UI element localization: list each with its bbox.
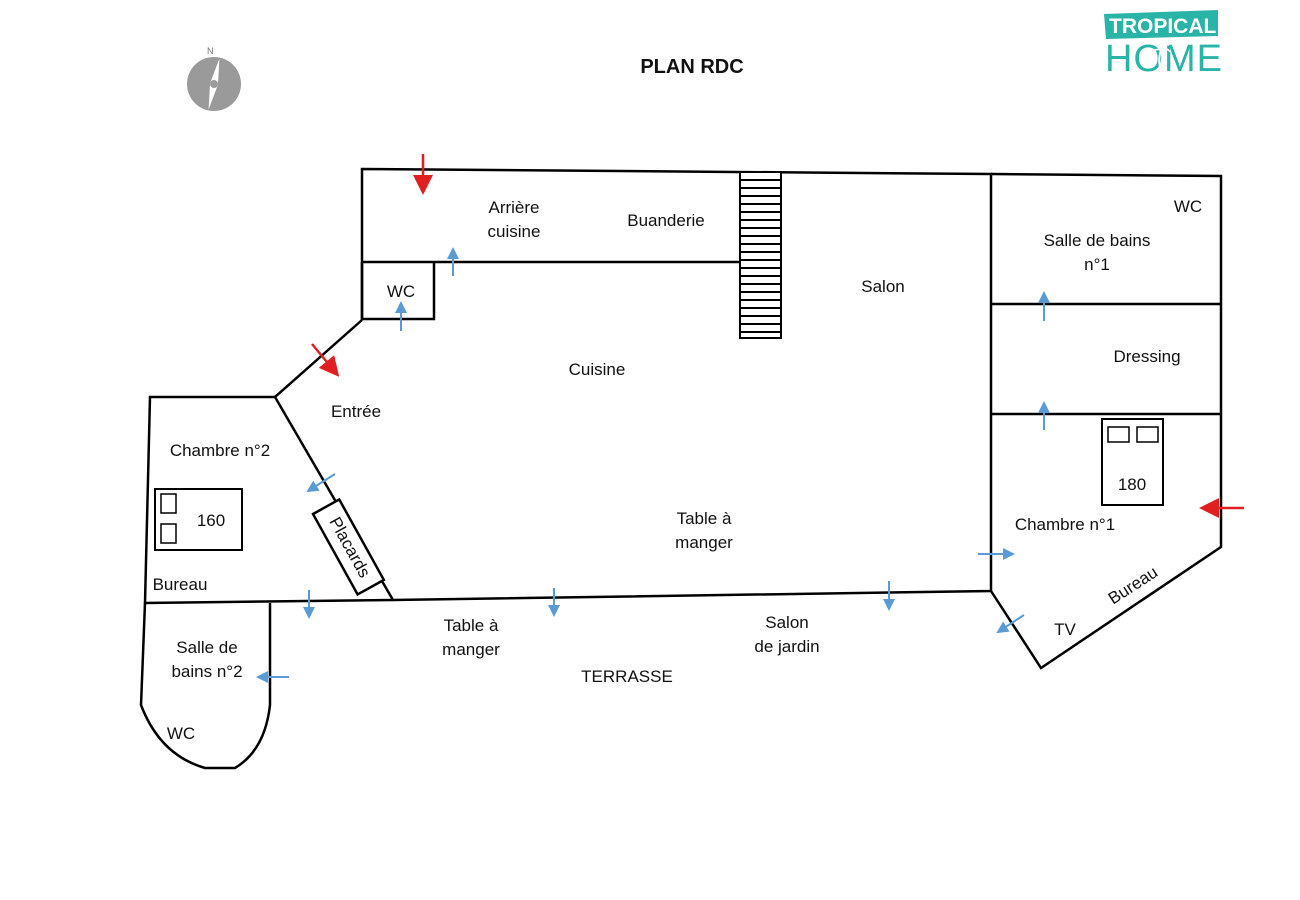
label-chambre-2: Chambre n°2 <box>170 441 270 460</box>
label-table-a-manger-terrasse: Table à <box>444 616 499 635</box>
entrance-arrow-icon <box>311 343 340 377</box>
wc-top-left-walls <box>360 262 436 321</box>
left-wing-outline <box>143 395 394 605</box>
label-salon-de-jardin: Salon <box>765 613 808 632</box>
label-salle-de-bains-1: Salle de bains <box>1044 231 1151 250</box>
entrance-arrows <box>311 154 1244 518</box>
label-bed-180: 180 <box>1118 475 1146 494</box>
right-wing-outline <box>989 172 1223 670</box>
label-arriere-cuisine: cuisine <box>488 222 541 241</box>
label-salle-de-bains-1: n°1 <box>1084 255 1110 274</box>
label-wc: WC <box>1174 197 1202 216</box>
label-salon: Salon <box>861 277 904 296</box>
logo-line2: HOME <box>1105 38 1223 80</box>
door-arrow-icon <box>996 614 1025 634</box>
staircase <box>739 171 782 339</box>
main-building-outline <box>273 167 993 602</box>
bed-180 <box>1101 418 1164 506</box>
label-salle-de-bains-2: bains n°2 <box>171 662 242 681</box>
label-table-a-manger: Table à <box>677 509 732 528</box>
placards-cabinet <box>311 497 386 597</box>
label-cuisine: Cuisine <box>569 360 626 379</box>
compass-north-label: N <box>207 46 214 56</box>
logo-line1: TROPICAL <box>1109 15 1217 38</box>
label-buanderie: Buanderie <box>627 211 705 230</box>
label-wc: WC <box>167 724 195 743</box>
salle-bains-2-outline <box>139 602 272 770</box>
label-salon-de-jardin: de jardin <box>754 637 819 656</box>
page-title: PLAN RDC <box>640 56 743 78</box>
palm-tree-icon <box>1151 43 1171 69</box>
label-chambre-1: Chambre n°1 <box>1015 515 1115 534</box>
label-table-a-manger: manger <box>675 533 733 552</box>
label-tv: TV <box>1054 620 1076 639</box>
label-dressing: Dressing <box>1113 347 1180 366</box>
door-arrow-icon <box>306 473 336 493</box>
label-entree: Entrée <box>331 402 381 421</box>
brand-logo: TROPICAL HOME <box>1104 10 1223 80</box>
label-terrasse: TERRASSE <box>581 667 673 686</box>
label-table-a-manger-terrasse: manger <box>442 640 500 659</box>
room-labels: Arrière cuisine Buanderie WC WC Salle de… <box>153 197 1203 743</box>
label-arriere-cuisine: Arrière <box>488 198 539 217</box>
compass-icon: N <box>187 46 241 111</box>
label-bureau: Bureau <box>1105 562 1161 608</box>
bed-160 <box>154 488 243 551</box>
door-arrows <box>256 247 1050 683</box>
label-bureau: Bureau <box>153 575 208 594</box>
label-wc: WC <box>387 282 415 301</box>
label-salle-de-bains-2: Salle de <box>176 638 237 657</box>
label-bed-160: 160 <box>197 511 225 530</box>
